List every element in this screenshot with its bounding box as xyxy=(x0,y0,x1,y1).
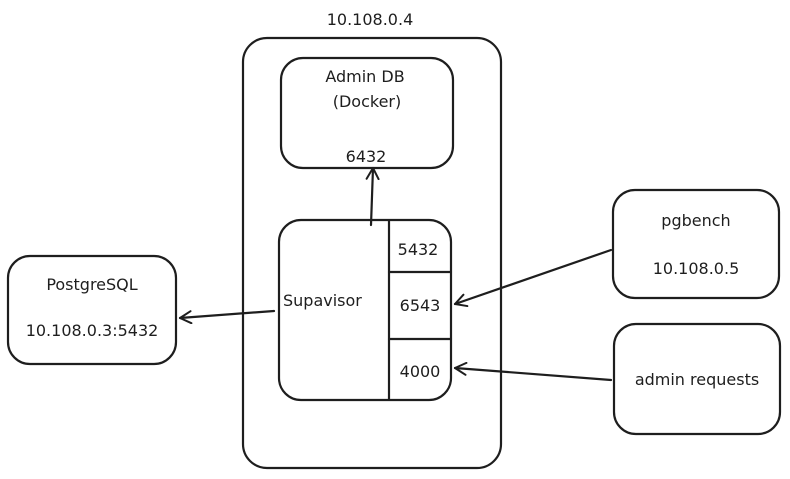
admin-db-subtitle: (Docker) xyxy=(333,92,402,111)
host-server-box xyxy=(241,36,503,470)
admin-requests-box xyxy=(612,322,782,436)
admin-requests-label: admin requests xyxy=(635,370,759,389)
arrow-supavisor-to-postgres xyxy=(178,309,276,325)
pgbench-box xyxy=(611,188,781,300)
postgres-address: 10.108.0.3:5432 xyxy=(26,321,159,340)
host-ip-label: 10.108.0.4 xyxy=(327,10,414,29)
supavisor-port-1: 5432 xyxy=(398,240,439,259)
arrow-admin-requests-to-port-4000 xyxy=(453,361,613,382)
arrow-pgbench-to-port-6543 xyxy=(453,248,613,308)
admin-db-title: Admin DB xyxy=(325,67,404,86)
admin-db-port: 6432 xyxy=(346,147,387,166)
supavisor-label: Supavisor xyxy=(283,291,362,310)
postgres-title: PostgreSQL xyxy=(46,275,137,294)
supavisor-port-3: 4000 xyxy=(400,362,441,381)
supavisor-box xyxy=(277,218,453,402)
postgres-box xyxy=(6,254,178,366)
supavisor-port-2: 6543 xyxy=(400,296,441,315)
arrow-supavisor-to-admin-db xyxy=(365,166,380,227)
pgbench-ip: 10.108.0.5 xyxy=(653,259,740,278)
pgbench-title: pgbench xyxy=(661,211,730,230)
